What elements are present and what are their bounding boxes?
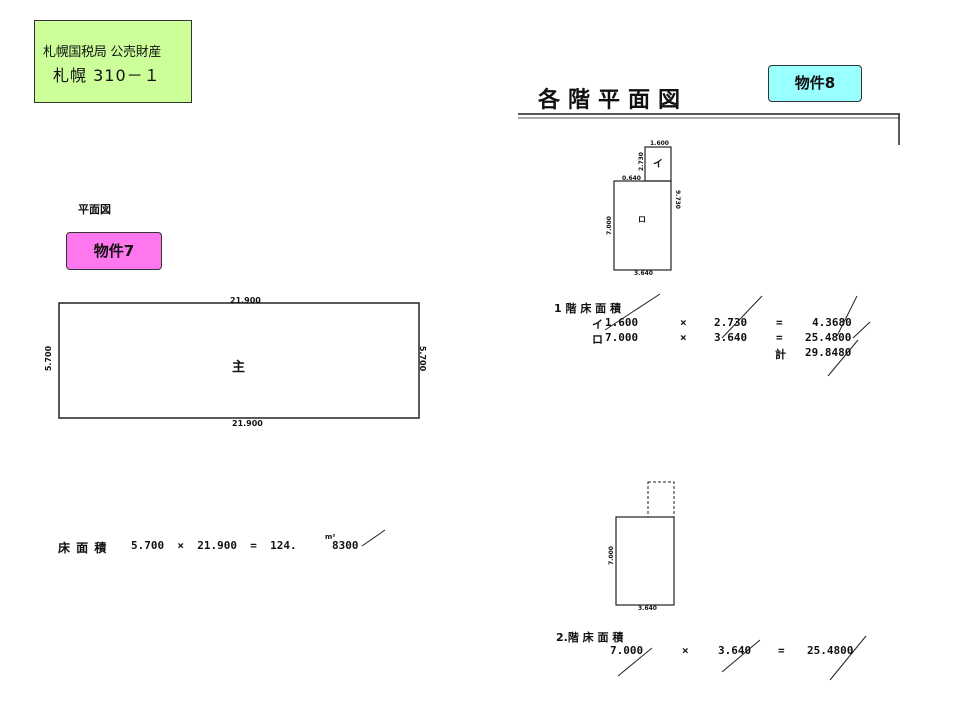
floor1-row-i-b: 2.730 (714, 316, 748, 329)
property7-dim-bottom: 21.900 (232, 419, 263, 428)
header-office-label: 札幌国税局 公売財産 (43, 45, 162, 60)
floor2-area-heading: 2.階 床 面 積 (556, 631, 624, 644)
floor1-row-i-a: 1.600 (605, 316, 639, 329)
floor1-dim-joint: 0.640 (622, 175, 641, 182)
property7-floor-area-decimal: 8300 (332, 539, 359, 552)
floor1-row-i-op: × (680, 316, 687, 329)
floor1-area-heading: 1 階 床 面 積 (554, 302, 621, 315)
property7-dim-right: 5.700 (418, 345, 428, 372)
floor2-dim-bottom: 3.640 (638, 605, 657, 612)
floor1-dim-bottom: 3.640 (634, 270, 653, 277)
floor2-dashed-area (647, 481, 675, 518)
header-property-number: 札幌 310－１ (53, 66, 161, 85)
property7-badge: 物件7 (66, 232, 162, 270)
property7-outline (58, 302, 420, 419)
floor1-total-value: 29.8480 (805, 346, 852, 359)
floor1-room-ro-label: ロ (638, 215, 646, 224)
property7-floor-area-formula: 5.700 × 21.900 = 124. (131, 539, 297, 552)
floor1-dim-left: 7.000 (605, 216, 613, 235)
floor2-result: 25.4800 (807, 644, 854, 657)
floor1-room-ro (613, 180, 672, 271)
floor1-dim-top-i: 1.600 (650, 140, 669, 147)
property7-dim-left: 5.700 (44, 345, 54, 372)
property7-room-label: 主 (232, 360, 246, 375)
property7-floor-area-unit: m² (325, 533, 336, 541)
floor1-dim-i-side: 2.730 (637, 152, 645, 171)
floor2-dim-left: 7.000 (607, 546, 615, 565)
floor2-op: × (682, 644, 689, 657)
floor1-room-i-label: イ (653, 159, 663, 170)
floor1-row-i-eq: = (776, 316, 783, 329)
property8-title: 各階平面図 (538, 87, 689, 113)
floor2-b: 3.640 (718, 644, 752, 657)
floor2-a: 7.000 (610, 644, 644, 657)
floor1-row-ro-a: 7.000 (605, 331, 639, 344)
floor1-row-ro-label: ロ (592, 333, 603, 346)
property7-dim-top: 21.900 (230, 296, 261, 305)
floor1-row-ro-eq: = (776, 331, 783, 344)
property7-floor-area-label: 床 面 積 (58, 541, 108, 555)
floor1-row-ro-op: × (680, 331, 687, 344)
property8-badge: 物件8 (768, 65, 862, 102)
floor1-dim-right: 9.730 (673, 190, 681, 209)
floor1-row-ro-result: 25.4800 (805, 331, 852, 344)
floor1-row-i-label: イ (592, 318, 603, 331)
plan-label: 平面図 (78, 203, 111, 216)
floor1-row-ro-b: 3.640 (714, 331, 748, 344)
header-box: 札幌国税局 公売財産 札幌 310－１ (34, 20, 192, 103)
floor2-eq: = (778, 644, 785, 657)
floor1-total-label: 計 (775, 348, 786, 361)
floor2-room (615, 516, 675, 606)
floor1-row-i-result: 4.3680 (812, 316, 852, 329)
